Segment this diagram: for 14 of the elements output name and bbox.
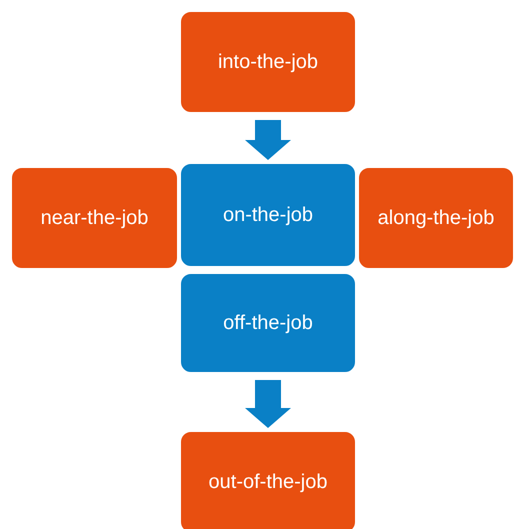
box-label: into-the-job (218, 50, 318, 74)
box-label: off-the-job (223, 312, 313, 334)
box-label: out-of-the-job (208, 470, 328, 494)
rounded-box (179, 430, 357, 529)
rounded-box (357, 166, 515, 270)
box-label: on-the-job (222, 204, 314, 226)
block-arrow (245, 380, 291, 428)
rounded-box (179, 10, 357, 114)
rounded-box (179, 162, 357, 268)
rounded-box (179, 272, 357, 374)
block-arrow (245, 120, 291, 160)
box-label: along-the-job (378, 206, 494, 230)
box-label: near-the-job (40, 206, 148, 230)
rounded-box (10, 166, 179, 270)
